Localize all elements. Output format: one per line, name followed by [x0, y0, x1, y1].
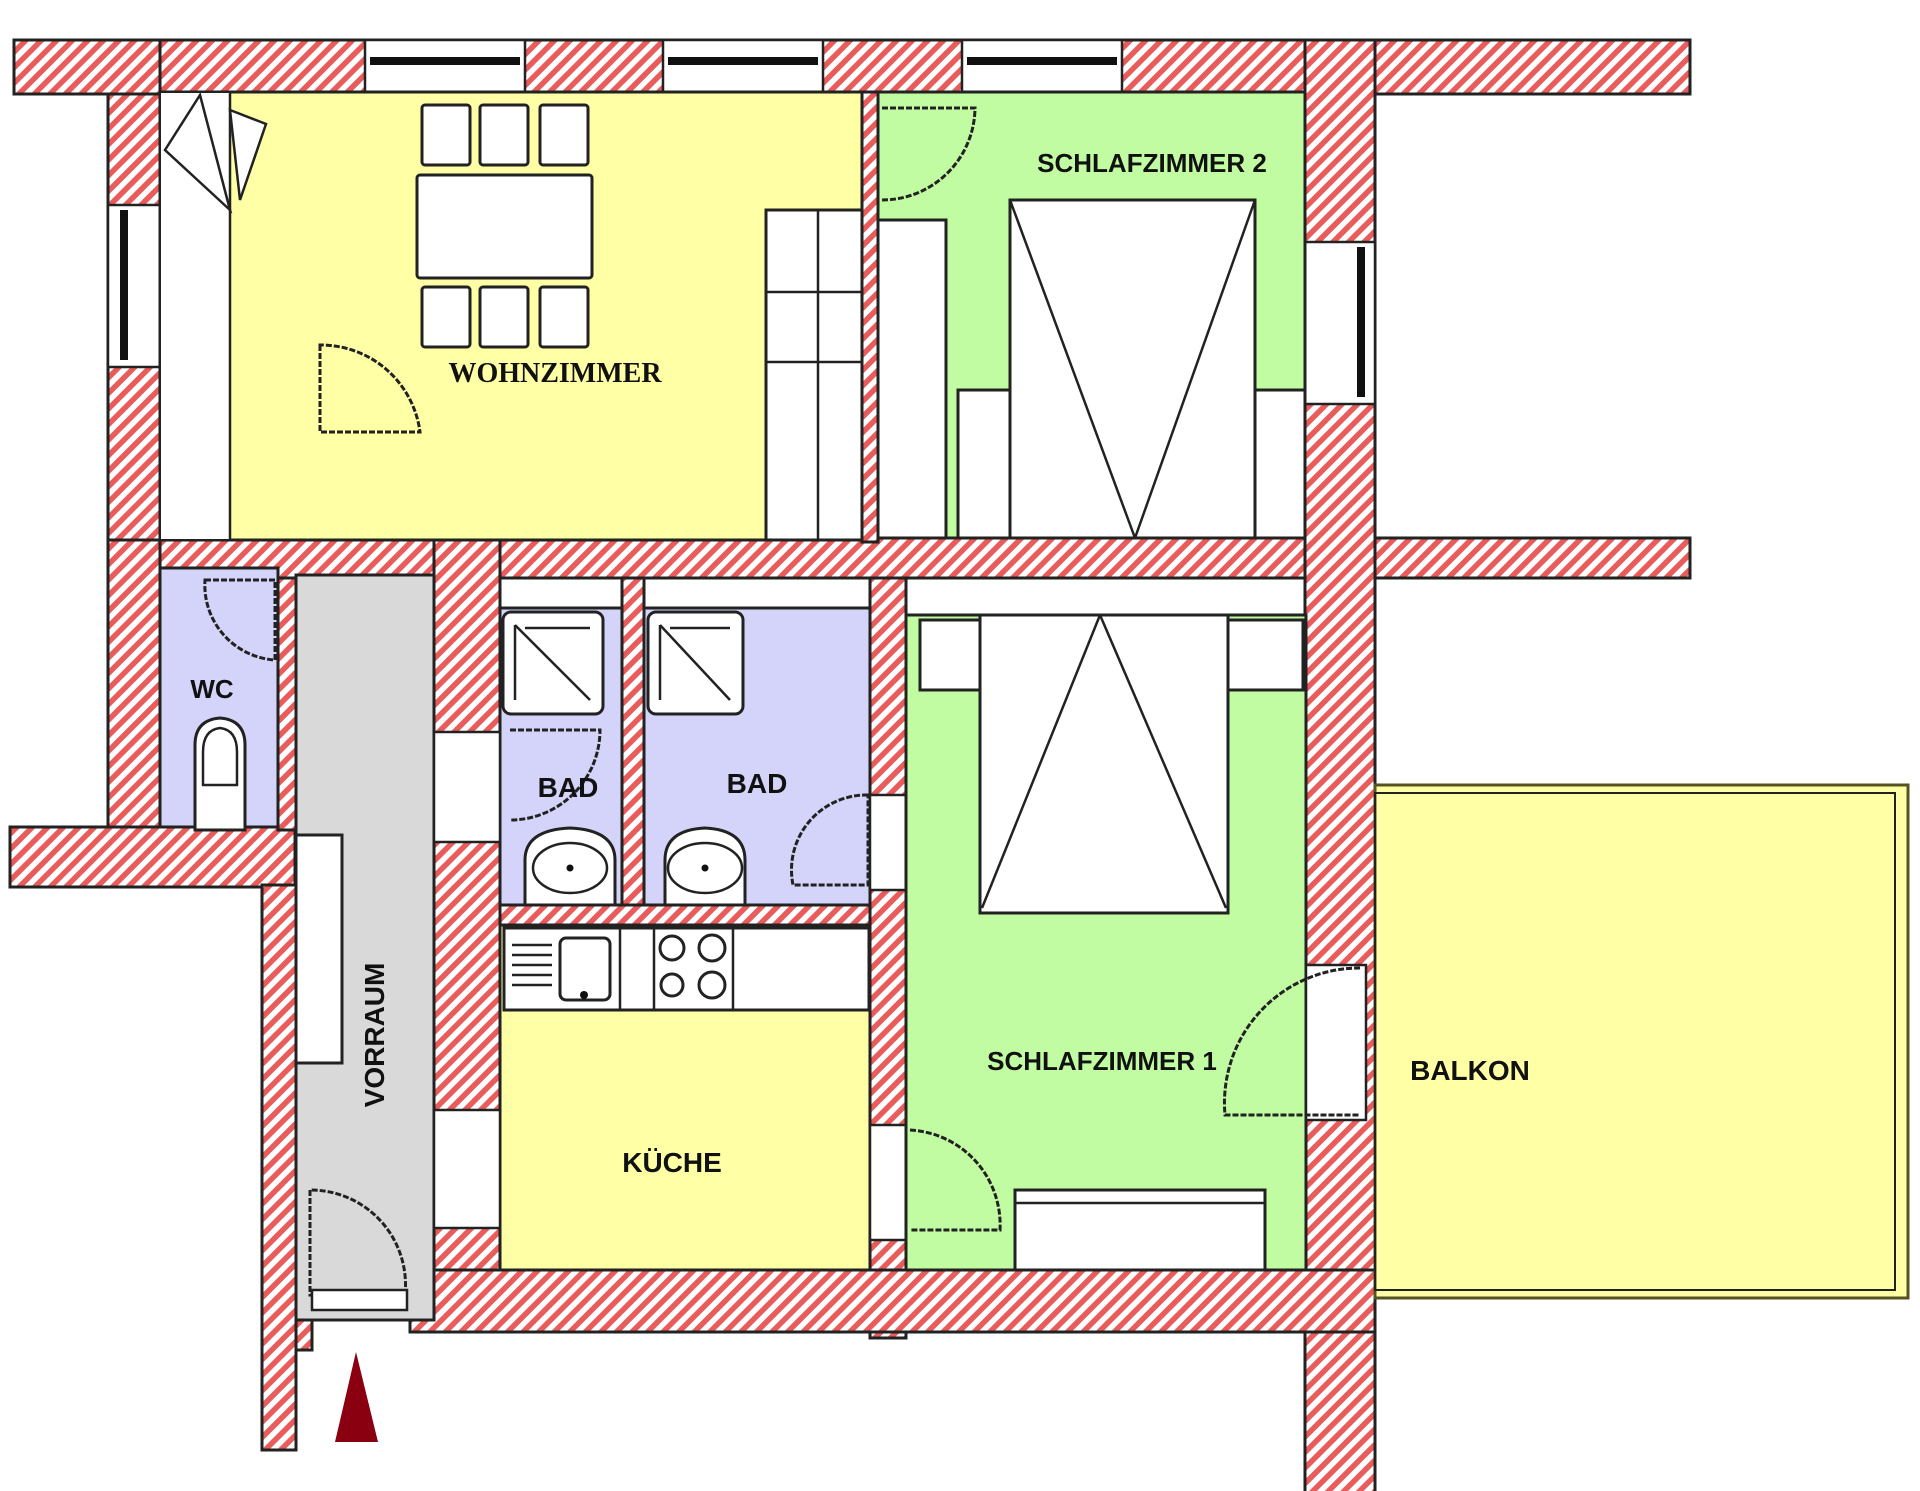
- walls: [8, 38, 1692, 1491]
- room-vorraum: VORRAUM: [294, 573, 436, 1322]
- room-label-bad-large: BAD: [727, 768, 788, 799]
- room-label-vorraum: VORRAUM: [359, 963, 390, 1108]
- room-label-wc: WC: [190, 674, 234, 704]
- room-kueche: KÜCHE: [432, 923, 872, 1272]
- room-balkon: BALKON: [1373, 783, 1910, 1300]
- room-bad-small: BAD: [498, 606, 624, 907]
- room-label-kueche: KÜCHE: [622, 1147, 722, 1178]
- room-wohnzimmer: WOHNZIMMER: [158, 90, 864, 542]
- room-wc: WC: [158, 566, 280, 832]
- room-label-schlafzimmer-1: SCHLAFZIMMER 1: [987, 1046, 1217, 1076]
- room-label-bad-small: BAD: [538, 772, 599, 803]
- room-label-schlafzimmer-2: SCHLAFZIMMER 2: [1037, 148, 1267, 178]
- doorway-bad: [432, 730, 502, 844]
- entrance-triangle-icon: [335, 1352, 378, 1442]
- room-schlafzimmer-2: SCHLAFZIMMER 2: [876, 90, 1307, 540]
- windows: [106, 38, 1377, 406]
- room-bad-large: BAD: [642, 606, 872, 907]
- room-schlafzimmer-1: SCHLAFZIMMER 1: [904, 613, 1368, 1272]
- doorway-schlafzimmer-1: [868, 1123, 908, 1242]
- room-label-wohnzimmer: WOHNZIMMER: [448, 358, 662, 389]
- room-label-balkon: BALKON: [1410, 1055, 1530, 1086]
- doorway-bad-large: [868, 793, 908, 892]
